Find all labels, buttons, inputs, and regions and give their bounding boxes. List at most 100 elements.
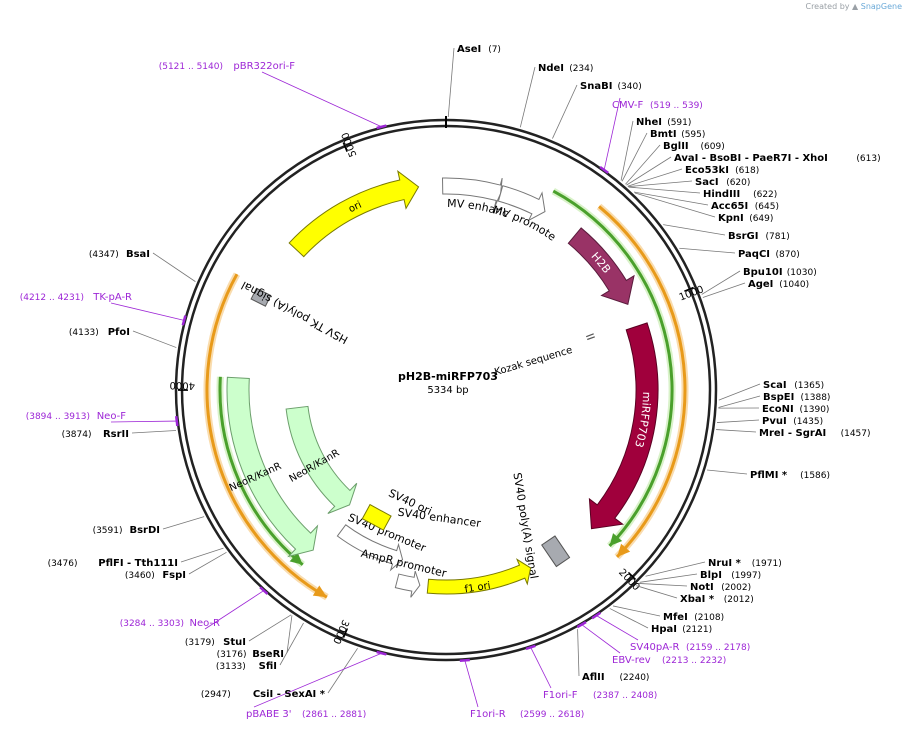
site-saci: SacI(620)	[695, 177, 750, 188]
primer-range: (2387 .. 2408)	[593, 691, 657, 701]
site-noti: NotI(2002)	[690, 582, 751, 593]
plasmid-size: 5334 bp	[427, 385, 468, 396]
site-avai-bsobi-paer7i-xhoi: AvaI - BsoBI - PaeR7I - XhoI(613)	[674, 153, 881, 164]
site-bmti: BmtI(595)	[650, 129, 705, 140]
site-hpai: HpaI (2121)	[651, 624, 712, 635]
tick-label-4000: 4000	[169, 379, 195, 391]
site-position: (2012)	[724, 595, 754, 605]
site-name: MreI - SgrAI	[759, 428, 826, 439]
orf-arc-0	[552, 189, 674, 547]
site-position: (613)	[856, 154, 880, 164]
site-name: XbaI *	[680, 594, 715, 605]
primer-leader-f1ori-f	[530, 647, 552, 689]
site-position: (7)	[488, 45, 501, 55]
site-leader-bsrgi	[663, 224, 726, 236]
site-nrui: NruI *(1971)	[708, 558, 782, 569]
feature-hsv-tk-poly-a-signal	[250, 287, 272, 307]
feature-neor-kanr-inner	[285, 405, 358, 514]
primer-pbabe-3: pBABE 3'(2861 .. 2881)	[246, 709, 366, 720]
primer-range: (2213 .. 2232)	[662, 656, 726, 666]
label-kozak-sequence: Kozak sequence	[493, 345, 574, 378]
site-name: RsrII	[103, 429, 129, 440]
site-position: (2947)	[201, 690, 231, 700]
site-ndei: NdeI(234)	[538, 63, 593, 74]
site-position: (620)	[726, 178, 750, 188]
label-cmv-enhancer-path: CMV enhancer	[0, 0, 510, 220]
tick-mark-5000	[342, 142, 348, 152]
site-position: (1997)	[731, 571, 761, 581]
site-position: (781)	[766, 232, 790, 242]
feature-mirfp703	[588, 322, 659, 530]
feature-ampr-promoter	[394, 570, 421, 598]
primer-leader-pbabe-3	[253, 652, 382, 708]
site-name: BsrDI	[129, 525, 160, 536]
site-position: (609)	[701, 142, 725, 152]
site-name: NruI *	[708, 558, 742, 569]
site-blpi: BlpI(1997)	[700, 570, 761, 581]
site-bsrdi: BsrDI (3591)	[93, 525, 160, 536]
site-nhei: NheI(591)	[636, 117, 691, 128]
site-position: (2121)	[682, 625, 712, 635]
site-sfii: SfiI(3133)	[216, 661, 277, 672]
primer-range: (3894 .. 3913)	[26, 412, 90, 422]
site-leader-acc65i	[633, 191, 709, 206]
site-leader-blpi	[639, 573, 698, 583]
site-leader-mfei	[612, 605, 661, 617]
site-leader-mrei-sgrai	[716, 429, 757, 433]
site-leader-pflfi-tth111i	[180, 547, 224, 563]
orange-arc-0-head	[617, 543, 631, 557]
site-name: HpaI	[651, 624, 677, 635]
primer-sv40pa-r: SV40pA-R(2159 .. 2178)	[630, 642, 750, 653]
feature-ori	[288, 170, 420, 258]
orf-arc-1-head	[289, 552, 303, 565]
primer-name: EBV-rev	[612, 655, 651, 666]
site-leader-hindiii	[628, 186, 701, 194]
primer-range: (3284 .. 3303)	[120, 619, 184, 629]
site-position: (234)	[569, 64, 593, 74]
site-position: (3591)	[93, 526, 123, 536]
primer-name: F1ori-F	[543, 690, 578, 701]
primer-ebv-rev: EBV-rev (2213 .. 2232)	[612, 655, 726, 666]
site-name: SnaBI	[580, 81, 612, 92]
site-name: FspI	[162, 570, 186, 581]
site-name: BsrGI	[728, 231, 758, 242]
orange-arc-1	[205, 273, 328, 599]
site-position: (3476)	[48, 559, 78, 569]
site-name: PfoI	[108, 327, 130, 338]
site-name: AseI	[457, 44, 481, 55]
feature-sv40-poly-a-signal	[541, 535, 571, 568]
plasmid-name: pH2B-miRFP703	[398, 370, 498, 383]
site-name: NotI	[690, 582, 714, 593]
site-econi: EcoNI(1390)	[762, 404, 829, 415]
site-pflmi: PflMI *(1586)	[750, 470, 830, 481]
site-leader-bseri	[286, 615, 293, 654]
site-leader-noti	[638, 583, 688, 587]
site-name: BspEI	[763, 392, 794, 403]
site-name: BsaI	[126, 249, 150, 260]
site-position: (3176)	[217, 650, 247, 660]
site-name: Eco53kI	[685, 165, 729, 176]
primer-range: (2861 .. 2881)	[302, 710, 366, 720]
site-eco53ki: Eco53kI (618)	[685, 165, 759, 176]
site-xbai: XbaI * (2012)	[680, 594, 754, 605]
site-name: AflII	[582, 672, 605, 683]
site-position: (618)	[735, 166, 759, 176]
site-pfoi: PfoI(4133)	[69, 327, 130, 338]
site-name: BglII	[663, 141, 689, 152]
site-mfei: MfeI(2108)	[663, 612, 724, 623]
label-sv40-polya-signal: SV40 poly(A) signal	[510, 472, 540, 580]
site-leader-hpai	[609, 608, 649, 629]
primer-leader-f1ori-r	[464, 660, 479, 708]
primer-leader-cmv-f	[603, 97, 621, 171]
site-csii-sexai: CsiI - SexAI *(2947)	[201, 689, 326, 700]
site-name: PvuI	[762, 416, 787, 427]
orange-arc-0	[598, 205, 687, 558]
site-name: PflFI - Tth111I	[98, 558, 178, 569]
site-pvui: PvuI(1435)	[762, 416, 823, 427]
site-leader-bspei	[718, 395, 761, 408]
site-position: (591)	[667, 118, 691, 128]
site-name: PaqCI	[738, 249, 770, 260]
site-name: EcoNI	[762, 404, 794, 415]
feature-kozak-sequence	[585, 333, 594, 338]
feature-f1-ori	[426, 558, 532, 595]
